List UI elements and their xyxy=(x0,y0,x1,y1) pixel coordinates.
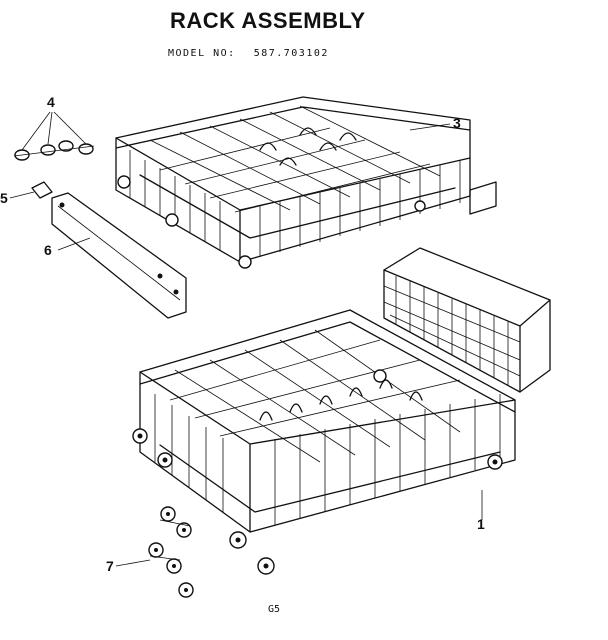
callout-6: 6 xyxy=(44,242,52,258)
model-label: MODEL NO: xyxy=(168,48,236,59)
lower-rack-wheels xyxy=(148,506,194,598)
silverware-basket xyxy=(383,247,551,393)
upper-rollers xyxy=(13,140,95,161)
leader-lines xyxy=(9,111,483,567)
lower-rack xyxy=(132,309,516,575)
callout-3: 3 xyxy=(453,115,461,131)
page-code: G5 xyxy=(268,604,281,615)
diagram-title: RACK ASSEMBLY xyxy=(170,8,366,33)
callout-7: 7 xyxy=(106,558,114,574)
model-line: MODEL NO: 587.703102 xyxy=(168,48,347,59)
model-number: 587.703102 xyxy=(253,48,329,59)
stop-clip xyxy=(31,181,53,199)
upper-rack xyxy=(115,96,497,269)
callout-4: 4 xyxy=(47,94,55,110)
callout-1: 1 xyxy=(477,516,485,532)
track-rail xyxy=(51,192,187,319)
callout-5: 5 xyxy=(0,190,8,206)
